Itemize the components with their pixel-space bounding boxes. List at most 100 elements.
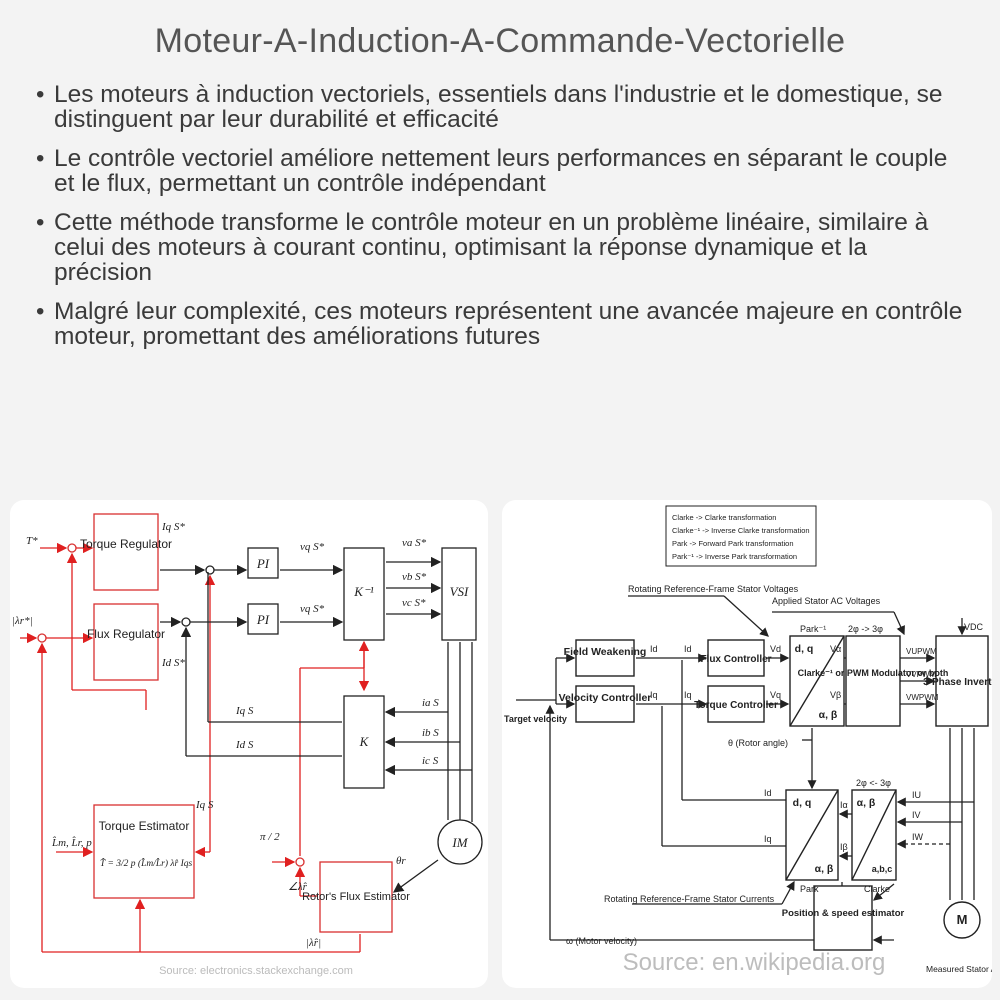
pi-block-2 <box>247 603 279 635</box>
vq-label: Vq <box>770 690 781 700</box>
k-inverse-label: K⁻¹ <box>353 584 374 599</box>
torque-regulator-label: Torque Regulator <box>80 537 172 551</box>
pi-block-1 <box>247 547 279 579</box>
bullet-item: • Cette méthode transforme le contrôle mo… <box>30 210 970 285</box>
field-weakening-block <box>575 639 635 677</box>
ab-label-3: α, β <box>857 797 876 809</box>
iu-label: IU <box>912 790 921 800</box>
iw-label: IW <box>912 832 924 842</box>
bullet-text: Malgré leur complexité, ces moteurs repr… <box>54 298 963 350</box>
params-label: L̂m, L̂r, p <box>51 836 92 849</box>
id-fb-label: Id <box>764 788 772 798</box>
bullet-dot: • <box>36 81 45 108</box>
bullet-item: • Malgré leur complexité, ces moteurs rep… <box>30 299 970 349</box>
abs-lambda-label: |λ̂r| <box>306 937 321 949</box>
theta-r-label: θr <box>396 855 406 867</box>
vd-label: vq S* <box>300 603 325 615</box>
iq-fb-label: Iq <box>764 834 772 844</box>
iq-ref-label: Iq S* <box>161 521 185 533</box>
motor-circle <box>943 901 981 939</box>
bullet-dot: • <box>36 209 45 236</box>
iq-label: Iq S <box>235 705 254 717</box>
k-block <box>343 695 385 789</box>
vsi-block <box>441 547 477 641</box>
torque-estimator-box <box>93 804 195 899</box>
im-label: IM <box>451 835 468 850</box>
vd-label: Vd <box>770 644 781 654</box>
left-source-label: Source: electronics.stackexchange.com <box>159 965 353 977</box>
vu-label: VUPWM <box>906 647 937 656</box>
iq-label-1: Iq <box>650 690 658 700</box>
vc-label: vc S* <box>402 597 426 609</box>
sum-junction-flux <box>37 633 47 643</box>
flux-controller-block <box>707 639 765 677</box>
bullet-item: • Les moteurs à induction vectoriels, ess… <box>30 82 970 132</box>
three-to-two-label: 2φ <- 3φ <box>856 778 891 788</box>
inverter-block <box>935 635 989 727</box>
abc-label: a,b,c <box>872 864 893 874</box>
vb-label: vb S* <box>402 571 427 583</box>
motor-velocity-label: ω (Motor velocity) <box>566 936 637 946</box>
id-label: Id S <box>235 739 254 751</box>
right-diagram-panel: Clarke -> Clarke transformation Clarke⁻¹… <box>502 500 992 988</box>
iq-label-2: Iq <box>684 690 692 700</box>
bullet-dot: • <box>36 298 45 325</box>
pi-label-2: PI <box>256 612 270 627</box>
pi-over-2-label: π / 2 <box>260 831 280 843</box>
right-source-label: Source: en.wikipedia.org <box>623 949 886 976</box>
ic-label: ic S <box>422 755 439 767</box>
flux-regulator-label: Flux Regulator <box>87 627 165 641</box>
position-speed-label: Position & speed estimator <box>782 908 905 919</box>
angle-lambda-label: ∠λ̂r <box>288 881 308 893</box>
bullet-dot: • <box>36 145 45 172</box>
legend-item: Clarke⁻¹ -> Inverse Clarke transformatio… <box>672 526 810 535</box>
legend-item: Clarke -> Clarke transformation <box>672 513 776 522</box>
dq-label-2: d, q <box>793 797 812 809</box>
target-velocity-label: Target velocity <box>504 714 567 724</box>
iq-est-label: Iq S <box>195 799 214 811</box>
dq-label-1: d, q <box>795 643 814 655</box>
sum-junction-q <box>205 565 215 575</box>
clarke-pwm-block <box>845 635 901 727</box>
legend-item: Park -> Forward Park transformation <box>672 539 794 548</box>
measured-currents-label: Measured Stator AC Currents <box>926 964 992 974</box>
flux-regulator-box <box>93 603 159 681</box>
inverse-park-block <box>789 635 845 727</box>
ialpha-label: Iα <box>840 800 848 810</box>
motor-label: M <box>957 912 968 927</box>
va-label: va S* <box>402 537 427 549</box>
vdc-label: VDC <box>964 622 984 632</box>
park-inverse-label: Park⁻¹ <box>800 624 826 634</box>
bullet-text: Cette méthode transforme le contrôle mot… <box>54 209 929 286</box>
torque-ref-label: T* <box>26 535 38 547</box>
vv-label: VVPWM <box>906 670 937 679</box>
ab-label-1: α, β <box>819 709 838 721</box>
ab-label-2: α, β <box>815 863 834 875</box>
bullet-text: Les moteurs à induction vectoriels, esse… <box>54 81 943 133</box>
legend-item: Park⁻¹ -> Inverse Park transformation <box>672 552 797 561</box>
valpha-label: Vα <box>830 644 841 654</box>
clarke-pwm-label: Clarke⁻¹ or PWM Modulator or both <box>798 668 949 678</box>
torque-controller-label: Torque Controller <box>694 700 778 711</box>
foc-block-diagram: Clarke -> Clarke transformation Clarke⁻¹… <box>504 505 992 976</box>
two-to-three-label: 2φ -> 3φ <box>848 624 883 634</box>
k-inverse-block <box>343 547 385 641</box>
bullet-list: • Les moteurs à induction vectoriels, ess… <box>30 82 970 363</box>
rotor-flux-estimator-box <box>319 861 393 933</box>
park-block <box>785 789 839 881</box>
id-ref-label: Id S* <box>161 657 185 669</box>
sum-junction-angle <box>295 857 305 867</box>
sum-junction-torque <box>67 543 77 553</box>
field-weakening-label: Field Weakening <box>564 646 647 658</box>
torque-estimator-label: Torque Estimator <box>99 819 190 833</box>
flux-ref-label: |λr*| <box>12 615 33 627</box>
vw-label: VWPWM <box>906 693 939 702</box>
pi-label-1: PI <box>256 556 270 571</box>
ibeta-label: Iβ <box>840 842 848 852</box>
vector-control-diagram: Torque Regulator Flux Regulator Torque E… <box>12 513 483 977</box>
rotating-voltages-label: Rotating Reference-Frame Stator Voltages <box>628 584 799 594</box>
sum-junction-d <box>181 617 191 627</box>
k-label: K <box>359 734 370 749</box>
park-label: Park <box>800 884 819 894</box>
vq-label: vq S* <box>300 541 325 553</box>
